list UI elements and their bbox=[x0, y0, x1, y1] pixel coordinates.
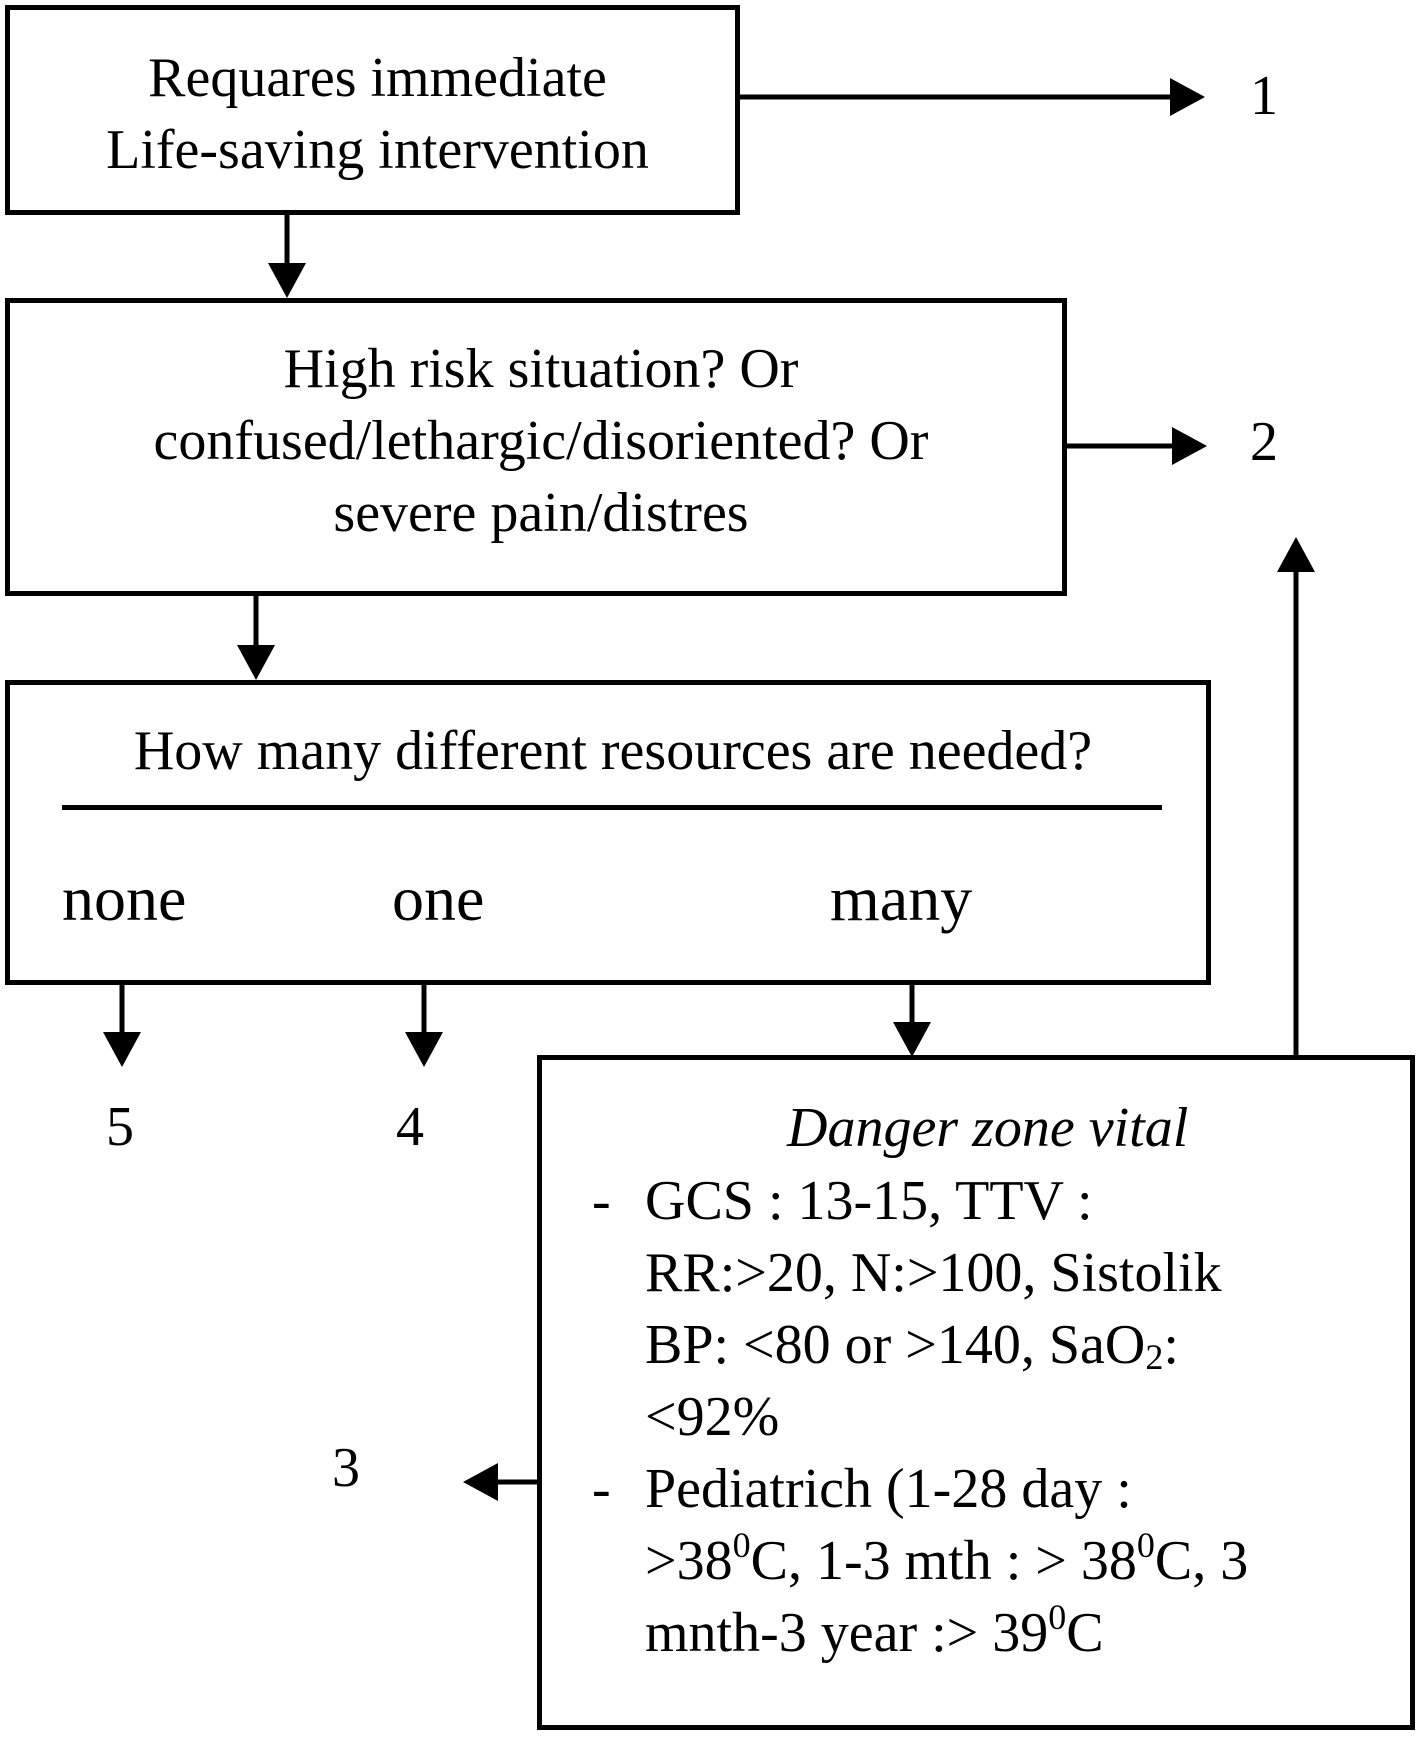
resources-divider bbox=[62, 805, 1162, 810]
bullet1-line3-sub: 2 bbox=[1145, 1337, 1164, 1377]
bullet2-line3-b: C bbox=[1066, 1602, 1104, 1664]
arrowhead-to-3 bbox=[463, 1463, 498, 1501]
resources-question: How many different resources are needed? bbox=[133, 720, 1093, 782]
bullet1-line2: RR:>20, N:>100, Sistolik bbox=[645, 1242, 1222, 1304]
option-none: none bbox=[62, 863, 187, 934]
bullet1-line3-a: BP: <80 or >140, SaO bbox=[645, 1314, 1146, 1376]
arrowhead-box4-to-2 bbox=[1277, 537, 1315, 572]
bullet2-line3-a: mnth-3 year :> 39 bbox=[645, 1602, 1049, 1664]
bullet2-line2-sup1: 0 bbox=[732, 1525, 751, 1565]
bullet1-dash: - bbox=[592, 1170, 611, 1232]
bullet2-line3: mnth-3 year :> 390C bbox=[645, 1597, 1104, 1669]
bullet1-line4: <92% bbox=[645, 1386, 780, 1448]
bullet1-line3: BP: <80 or >140, SaO2: bbox=[645, 1309, 1179, 1381]
outcome-1: 1 bbox=[1250, 65, 1278, 127]
box-resources: How many different resources are needed?… bbox=[5, 680, 1211, 985]
bullet2-line1: Pediatrich (1-28 day : bbox=[645, 1458, 1132, 1520]
arrowhead-to-5 bbox=[103, 1032, 141, 1067]
box-life-saving: Requares immediate Life-saving intervent… bbox=[5, 5, 740, 215]
option-many: many bbox=[830, 863, 973, 934]
box-life-saving-line2: Life-saving intervention bbox=[106, 119, 649, 181]
box-high-risk: High risk situation? Or confused/letharg… bbox=[5, 298, 1067, 596]
arrowhead-to-4 bbox=[405, 1032, 443, 1067]
danger-zone-heading: Danger zone vital bbox=[787, 1097, 1189, 1159]
box-danger-zone: Danger zone vital - GCS : 13-15, TTV : R… bbox=[537, 1055, 1415, 1730]
arrowhead-box3-box4 bbox=[893, 1022, 931, 1057]
arrowhead-to-2 bbox=[1172, 427, 1207, 465]
box-high-risk-line1: High risk situation? Or bbox=[283, 338, 799, 400]
outcome-5: 5 bbox=[106, 1096, 134, 1158]
outcome-2: 2 bbox=[1250, 411, 1278, 473]
bullet2-line2: >380C, 1-3 mth : > 380C, 3 bbox=[645, 1525, 1248, 1597]
outcome-3: 3 bbox=[332, 1437, 360, 1499]
box-high-risk-line3: severe pain/distres bbox=[333, 482, 749, 544]
outcome-4: 4 bbox=[396, 1096, 424, 1158]
bullet2-line2-b: C, 1-3 mth : > 38 bbox=[750, 1530, 1137, 1592]
bullet1-line1: GCS : 13-15, TTV : bbox=[645, 1170, 1093, 1232]
arrowhead-box2-box3 bbox=[237, 645, 275, 680]
bullet2-line2-sup2: 0 bbox=[1136, 1525, 1155, 1565]
bullet2-line2-a: >38 bbox=[645, 1530, 733, 1592]
bullet1-line3-b: : bbox=[1163, 1314, 1179, 1376]
box-high-risk-line2: confused/lethargic/disoriented? Or bbox=[153, 410, 929, 472]
bullet2-dash: - bbox=[592, 1458, 611, 1520]
option-one: one bbox=[392, 863, 485, 934]
arrowhead-to-1 bbox=[1170, 78, 1205, 116]
box-life-saving-line1: Requares immediate bbox=[148, 47, 607, 109]
bullet2-line2-c: C, 3 bbox=[1154, 1530, 1249, 1592]
bullet2-line3-sup: 0 bbox=[1048, 1597, 1067, 1637]
arrowhead-box1-box2 bbox=[268, 263, 306, 298]
